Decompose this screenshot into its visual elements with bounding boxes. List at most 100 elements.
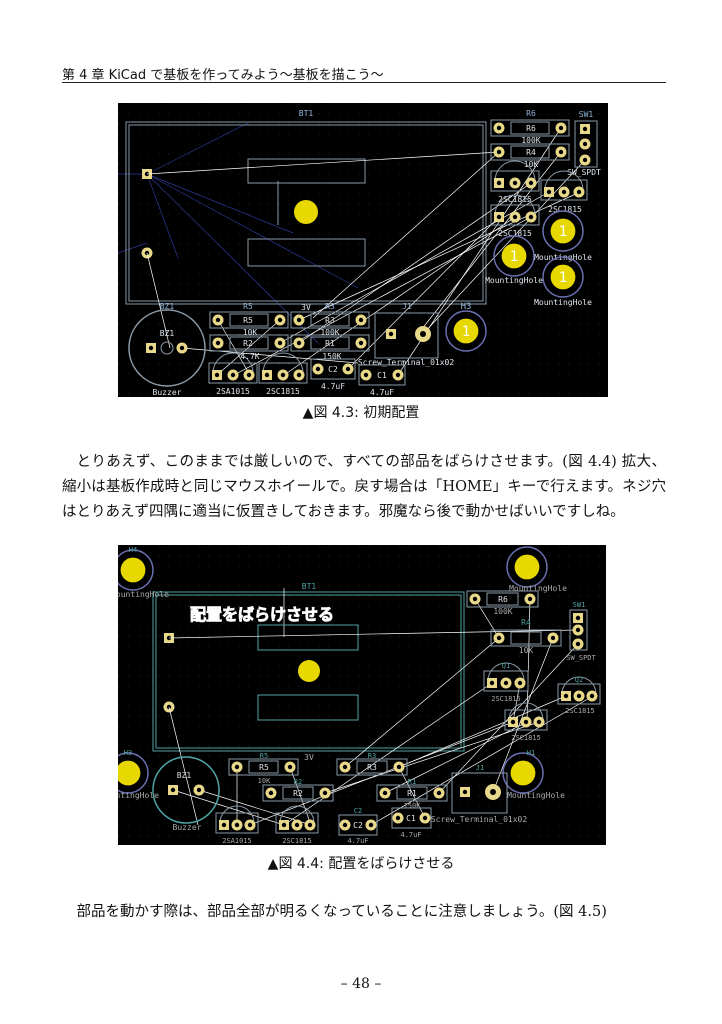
track-line (146, 173, 294, 234)
mounting-hole-outline (118, 752, 149, 794)
drill-hole (589, 693, 595, 699)
label-h1: H1 (527, 749, 535, 757)
terminal-outline (451, 772, 508, 814)
label-q1val: 2SC1815 (491, 695, 521, 703)
label-q3val: 2SC1815 (511, 734, 541, 742)
label-r3: R3 (367, 763, 377, 772)
drill-hole (422, 815, 428, 821)
battery-cell-outline (257, 624, 359, 651)
drill-hole (561, 189, 567, 195)
transistor-arc (262, 352, 304, 374)
resistor-body (282, 786, 314, 800)
buzzer-center (160, 341, 174, 355)
drill-hole (221, 822, 227, 828)
ratsnest-line (289, 766, 312, 826)
drill-hole (234, 822, 240, 828)
drill-hole (490, 789, 496, 795)
label-r3ref: R3 (325, 302, 335, 311)
ratsnest-line (146, 151, 500, 175)
battery-footprint-inner (128, 124, 484, 302)
resistor-body (356, 760, 388, 774)
label-q4val: 2SA1015 (222, 837, 252, 845)
mounting-hole-outline (493, 235, 535, 277)
drill-hole (523, 719, 529, 725)
drill-hole (462, 789, 468, 795)
label-r4: R4 (521, 618, 531, 627)
transistor-outline (504, 709, 548, 731)
resistor-outline (228, 758, 299, 776)
drill-hole (196, 787, 202, 793)
resistor-body (229, 313, 269, 327)
drill-hole (512, 180, 518, 186)
label-q2val: 2SC1815 (548, 205, 582, 214)
mounting-hole-outline (542, 256, 584, 298)
label-v3: 3V (304, 753, 314, 762)
drill-hole (247, 822, 253, 828)
transistor-arc (508, 702, 544, 721)
label-r6val: 100K (521, 136, 540, 145)
label-r4val: 10K (519, 646, 534, 655)
drill-hole (496, 214, 502, 220)
label-q5val: 2SC1815 (266, 387, 300, 396)
track-line (146, 173, 359, 289)
drill-hole (563, 693, 569, 699)
drill-hole (358, 340, 364, 346)
label-c2: C2 (328, 365, 338, 374)
label-r3: R3 (325, 316, 335, 325)
transistor-outline (275, 812, 319, 834)
mounting-hole-pad (118, 760, 141, 786)
track-line (146, 173, 179, 259)
label-j1val: Screw_Terminal_01x02 (431, 815, 528, 824)
drill-hole (528, 214, 534, 220)
switch-outline (569, 609, 588, 651)
ratsnest-line (526, 598, 531, 723)
ratsnest-line (492, 637, 554, 793)
drill-hole (315, 366, 321, 372)
label-bz1ref: BZ1 (160, 302, 175, 311)
label-r2: R2 (293, 789, 303, 798)
drill-hole (148, 345, 154, 351)
label-mhtr: MountingHole (509, 584, 567, 593)
transistor-outline (215, 812, 259, 834)
ratsnest-line (146, 252, 171, 349)
pad-number: 1 (462, 324, 470, 340)
buzzer-outline (152, 756, 220, 824)
label-swval: SW_SPDT (567, 168, 601, 177)
track-line (118, 242, 148, 254)
label-c2: C2 (353, 821, 363, 830)
figure-scattered-placement: BT1H4MountingHoleMountingHoleH3MountingH… (118, 545, 606, 845)
drill-hole (388, 331, 394, 337)
resistor-outline (262, 784, 334, 802)
drill-hole (395, 372, 401, 378)
resistor-body (510, 145, 550, 159)
drill-hole (287, 764, 293, 770)
transistor-outline (483, 670, 529, 692)
label-c1val: 4.7uF (400, 831, 421, 839)
battery-center-pad (294, 200, 318, 224)
mounting-hole-outline (542, 210, 584, 252)
drill-hole (296, 340, 302, 346)
drill-hole (536, 719, 542, 725)
track-line (146, 122, 249, 175)
label-r1ref: R1 (408, 778, 416, 786)
label-v3: 3V (301, 303, 311, 312)
label-c2ref: C2 (354, 807, 362, 815)
resistor-body (486, 592, 519, 606)
resistor-body (510, 631, 542, 645)
ratsnest-line (279, 191, 550, 344)
resistor-body (396, 786, 428, 800)
mounting-hole-pad (501, 243, 527, 269)
drill-hole (382, 790, 388, 796)
ratsnest-line (344, 637, 500, 768)
ratsnest-line (474, 598, 500, 639)
ratsnest-line (370, 695, 594, 826)
label-sw1: SW1 (573, 601, 586, 609)
battery-footprint-outline (125, 121, 487, 305)
drill-hole (576, 693, 582, 699)
label-r6ref: R6 (526, 109, 536, 118)
drill-hole (558, 149, 564, 155)
label-r5: R5 (259, 763, 269, 772)
drill-hole (179, 345, 185, 351)
pad-number: 1 (559, 270, 567, 286)
